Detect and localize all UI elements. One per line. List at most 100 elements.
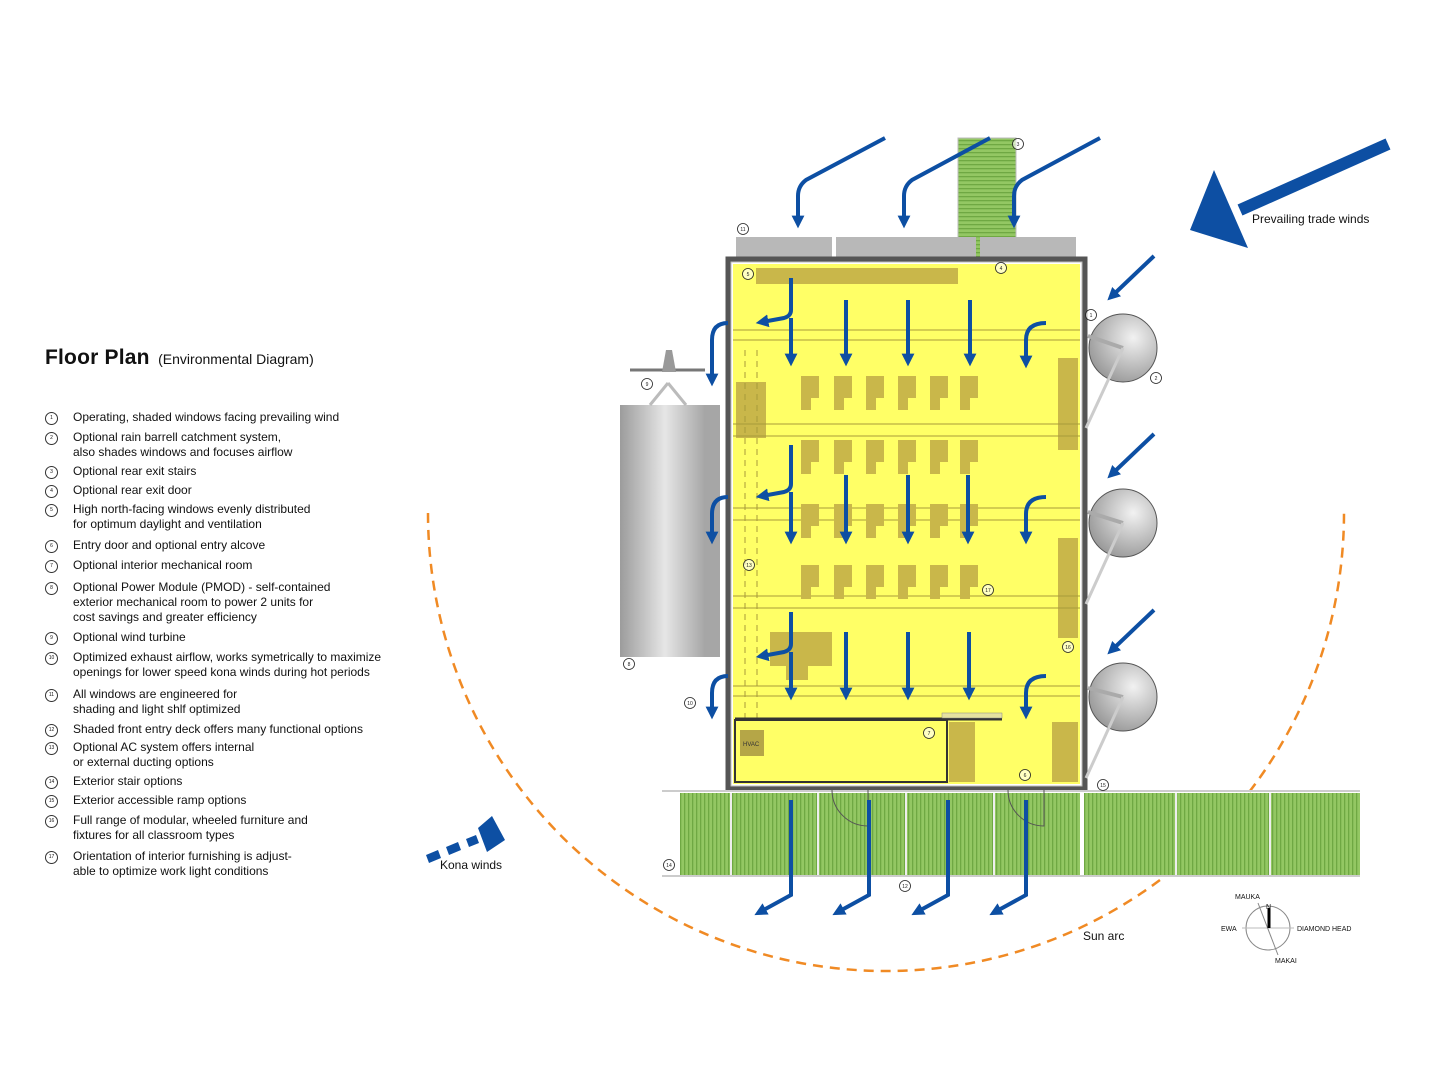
plan-marker-badge bbox=[923, 727, 935, 739]
plan-marker-badge bbox=[623, 658, 635, 670]
airflow-arrow bbox=[755, 445, 793, 502]
high-window-cabinet bbox=[756, 268, 958, 284]
student-desk bbox=[930, 504, 948, 538]
legend-item: 6 Entry door and optional entry alcove bbox=[45, 538, 265, 553]
legend-text: Optional rear exit door bbox=[73, 483, 192, 497]
shade-panel bbox=[836, 237, 976, 257]
hvac-unit bbox=[740, 730, 764, 756]
plan-marker-badge bbox=[742, 268, 754, 280]
plan-marker-label: 10 bbox=[687, 701, 693, 707]
teacher-desk bbox=[770, 632, 832, 666]
compass-mauka: MAUKA bbox=[1235, 894, 1260, 901]
airflow-arrow bbox=[1019, 674, 1047, 720]
legend-item: 11 All windows are engineered for shading… bbox=[45, 687, 240, 717]
legend-text: All windows are engineered for shading a… bbox=[73, 687, 241, 716]
plan-marker-label: 17 bbox=[985, 588, 991, 594]
legend-number-badge: 11 bbox=[45, 689, 58, 702]
cabinet bbox=[736, 382, 766, 438]
hvac-label: HVAC bbox=[743, 742, 760, 748]
compass-icon bbox=[1242, 902, 1294, 956]
compass-ewa: EWA bbox=[1221, 926, 1237, 933]
student-desk bbox=[866, 376, 884, 410]
plan-marker-label: 14 bbox=[666, 863, 672, 869]
airflow-arrow bbox=[1107, 432, 1156, 479]
airflow-arrow bbox=[989, 800, 1028, 916]
airflow-arrow bbox=[1019, 495, 1047, 545]
kona-wind-label: Kona winds bbox=[440, 858, 502, 872]
legend-text: Optional interior mechanical room bbox=[73, 558, 253, 572]
student-desk bbox=[960, 565, 978, 599]
plan-marker-badge bbox=[737, 223, 749, 235]
legend-number-badge: 10 bbox=[45, 652, 58, 665]
student-desk bbox=[866, 504, 884, 538]
shade-panel bbox=[980, 237, 1076, 257]
plan-marker-badge bbox=[743, 559, 755, 571]
wind-turbine-icon bbox=[662, 350, 676, 372]
student-desk bbox=[834, 565, 852, 599]
student-desk bbox=[866, 440, 884, 474]
airflow-arrow bbox=[911, 800, 950, 916]
airflow-arrow bbox=[897, 136, 991, 229]
legend-header: Floor Plan (Environmental Diagram) bbox=[45, 346, 415, 370]
prevailing-wind-arrow bbox=[1190, 138, 1391, 248]
legend-text: Entry door and optional entry alcove bbox=[73, 538, 266, 552]
student-desk bbox=[801, 565, 819, 599]
plan-marker-label: 11 bbox=[740, 227, 745, 233]
mechanical-room bbox=[734, 719, 948, 783]
plan-marker-badge bbox=[1150, 372, 1162, 384]
legend-text: Optional AC system offers internal or ex… bbox=[73, 740, 255, 769]
legend-number-badge: 15 bbox=[45, 795, 58, 808]
plan-marker-label: 6 bbox=[1024, 773, 1027, 779]
legend-item: 4 Optional rear exit door bbox=[45, 483, 192, 498]
plan-marker-badge bbox=[684, 697, 696, 709]
legend-number-badge: 7 bbox=[45, 560, 58, 573]
compass-diamond-head: DIAMOND HEAD bbox=[1297, 926, 1351, 933]
plan-marker-label: 3 bbox=[1017, 142, 1020, 148]
plan-marker-label: 13 bbox=[746, 563, 752, 569]
student-desk bbox=[801, 504, 819, 538]
shade-panel bbox=[736, 237, 832, 257]
airflow-arrow bbox=[705, 495, 729, 545]
page-subtitle: (Environmental Diagram) bbox=[158, 351, 314, 367]
plan-marker-badge bbox=[995, 262, 1007, 274]
legend-text: Exterior accessible ramp options bbox=[73, 793, 247, 807]
kona-wind-arrow bbox=[426, 816, 505, 863]
legend-text: Optional rain barrell catchment system, … bbox=[73, 430, 293, 459]
entry-deck bbox=[680, 793, 1080, 875]
legend-number-badge: 6 bbox=[45, 540, 58, 553]
student-desk bbox=[960, 376, 978, 410]
legend-number-badge: 8 bbox=[45, 582, 58, 595]
legend-number-badge: 4 bbox=[45, 485, 58, 498]
plan-marker-badge bbox=[641, 378, 653, 390]
plan-marker-label: 9 bbox=[646, 382, 649, 388]
sun-arc-label: Sun arc bbox=[1083, 929, 1124, 943]
legend-number-badge: 13 bbox=[45, 742, 58, 755]
airflow-arrow bbox=[1107, 254, 1156, 301]
student-desk bbox=[930, 565, 948, 599]
airflow-arrow bbox=[791, 136, 886, 229]
airflow-arrow bbox=[1007, 136, 1101, 229]
legend-text: Optimized exhaust airflow, works symetri… bbox=[73, 650, 382, 679]
legend-number-badge: 14 bbox=[45, 776, 58, 789]
page-title: Floor Plan bbox=[45, 346, 150, 369]
airflow-arrow bbox=[754, 800, 793, 916]
student-desk bbox=[834, 376, 852, 410]
student-desk bbox=[930, 376, 948, 410]
sun-arc bbox=[426, 512, 1346, 973]
legend-number-badge: 5 bbox=[45, 504, 58, 517]
airflow-arrow bbox=[755, 612, 793, 662]
entry-door bbox=[1007, 789, 1045, 827]
plan-marker-badge bbox=[1062, 641, 1074, 653]
legend-number-badge: 12 bbox=[45, 724, 58, 737]
rain-barrel-3 bbox=[1084, 662, 1158, 779]
student-desk bbox=[960, 440, 978, 474]
plan-marker-badge bbox=[663, 859, 675, 871]
legend-item: 13 Optional AC system offers internal or … bbox=[45, 740, 254, 770]
